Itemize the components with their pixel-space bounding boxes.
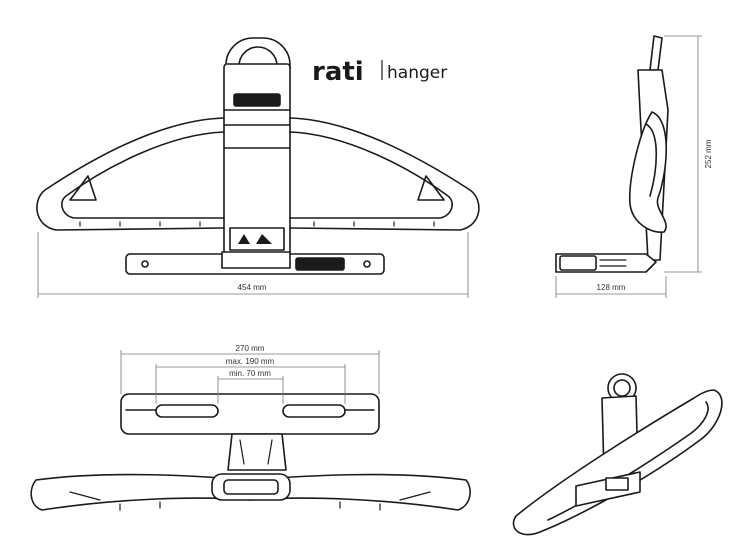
side-view: [555, 35, 669, 273]
brand-product-name: hanger: [387, 63, 447, 83]
front-width-label: 454 mm: [238, 283, 267, 292]
brand-logo: rati hanger: [312, 57, 447, 87]
hanger-arm-outer: [36, 117, 480, 231]
bottom-max-label: max. 190 mm: [226, 357, 275, 366]
slot-left: [155, 404, 219, 418]
isometric-view: [512, 373, 723, 536]
bottom-total-label: 270 mm: [236, 344, 265, 353]
bottom-min-label: min. 70 mm: [229, 369, 271, 378]
side-hook: [649, 35, 663, 71]
side-wing: [629, 111, 668, 233]
body-logo-badge: [233, 93, 281, 107]
slot-right: [282, 404, 346, 418]
front-view: [36, 37, 480, 275]
side-height-label: 252 mm: [704, 139, 713, 168]
iso-arm: [512, 389, 723, 536]
brand-logo-text: rati: [312, 57, 364, 87]
bar-logo-badge: [295, 257, 345, 271]
bottom-view: [30, 393, 471, 511]
side-depth-label: 128 mm: [597, 283, 626, 292]
